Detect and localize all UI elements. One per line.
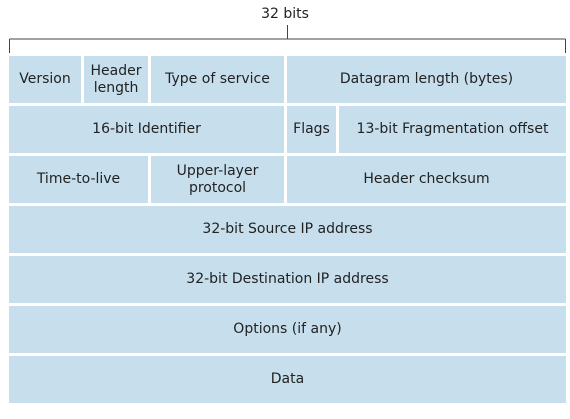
field-data: Data	[9, 356, 566, 403]
row-2: 16-bit Identifier Flags 13-bit Fragmenta…	[9, 106, 566, 153]
field-destination-ip: 32-bit Destination IP address	[9, 256, 566, 303]
field-version: Version	[9, 56, 81, 103]
field-time-to-live: Time-to-live	[9, 156, 148, 203]
field-header-checksum: Header checksum	[287, 156, 566, 203]
field-upper-layer-protocol: Upper-layer protocol	[151, 156, 284, 203]
row-6: Options (if any)	[9, 306, 566, 353]
row-4: 32-bit Source IP address	[9, 206, 566, 253]
field-flags: Flags	[287, 106, 336, 153]
field-identifier: 16-bit Identifier	[9, 106, 284, 153]
ip-datagram-format: Version Header length Type of service Da…	[9, 56, 566, 406]
field-type-of-service: Type of service	[151, 56, 284, 103]
row-7: Data	[9, 356, 566, 403]
field-header-length: Header length	[84, 56, 148, 103]
field-source-ip: 32-bit Source IP address	[9, 206, 566, 253]
field-fragmentation-offset: 13-bit Fragmentation offset	[339, 106, 566, 153]
row-1: Version Header length Type of service Da…	[9, 56, 566, 103]
field-datagram-length: Datagram length (bytes)	[287, 56, 566, 103]
field-options: Options (if any)	[9, 306, 566, 353]
row-5: 32-bit Destination IP address	[9, 256, 566, 303]
width-label: 32 bits	[261, 6, 309, 22]
width-bracket	[9, 25, 566, 53]
row-3: Time-to-live Upper-layer protocol Header…	[9, 156, 566, 203]
